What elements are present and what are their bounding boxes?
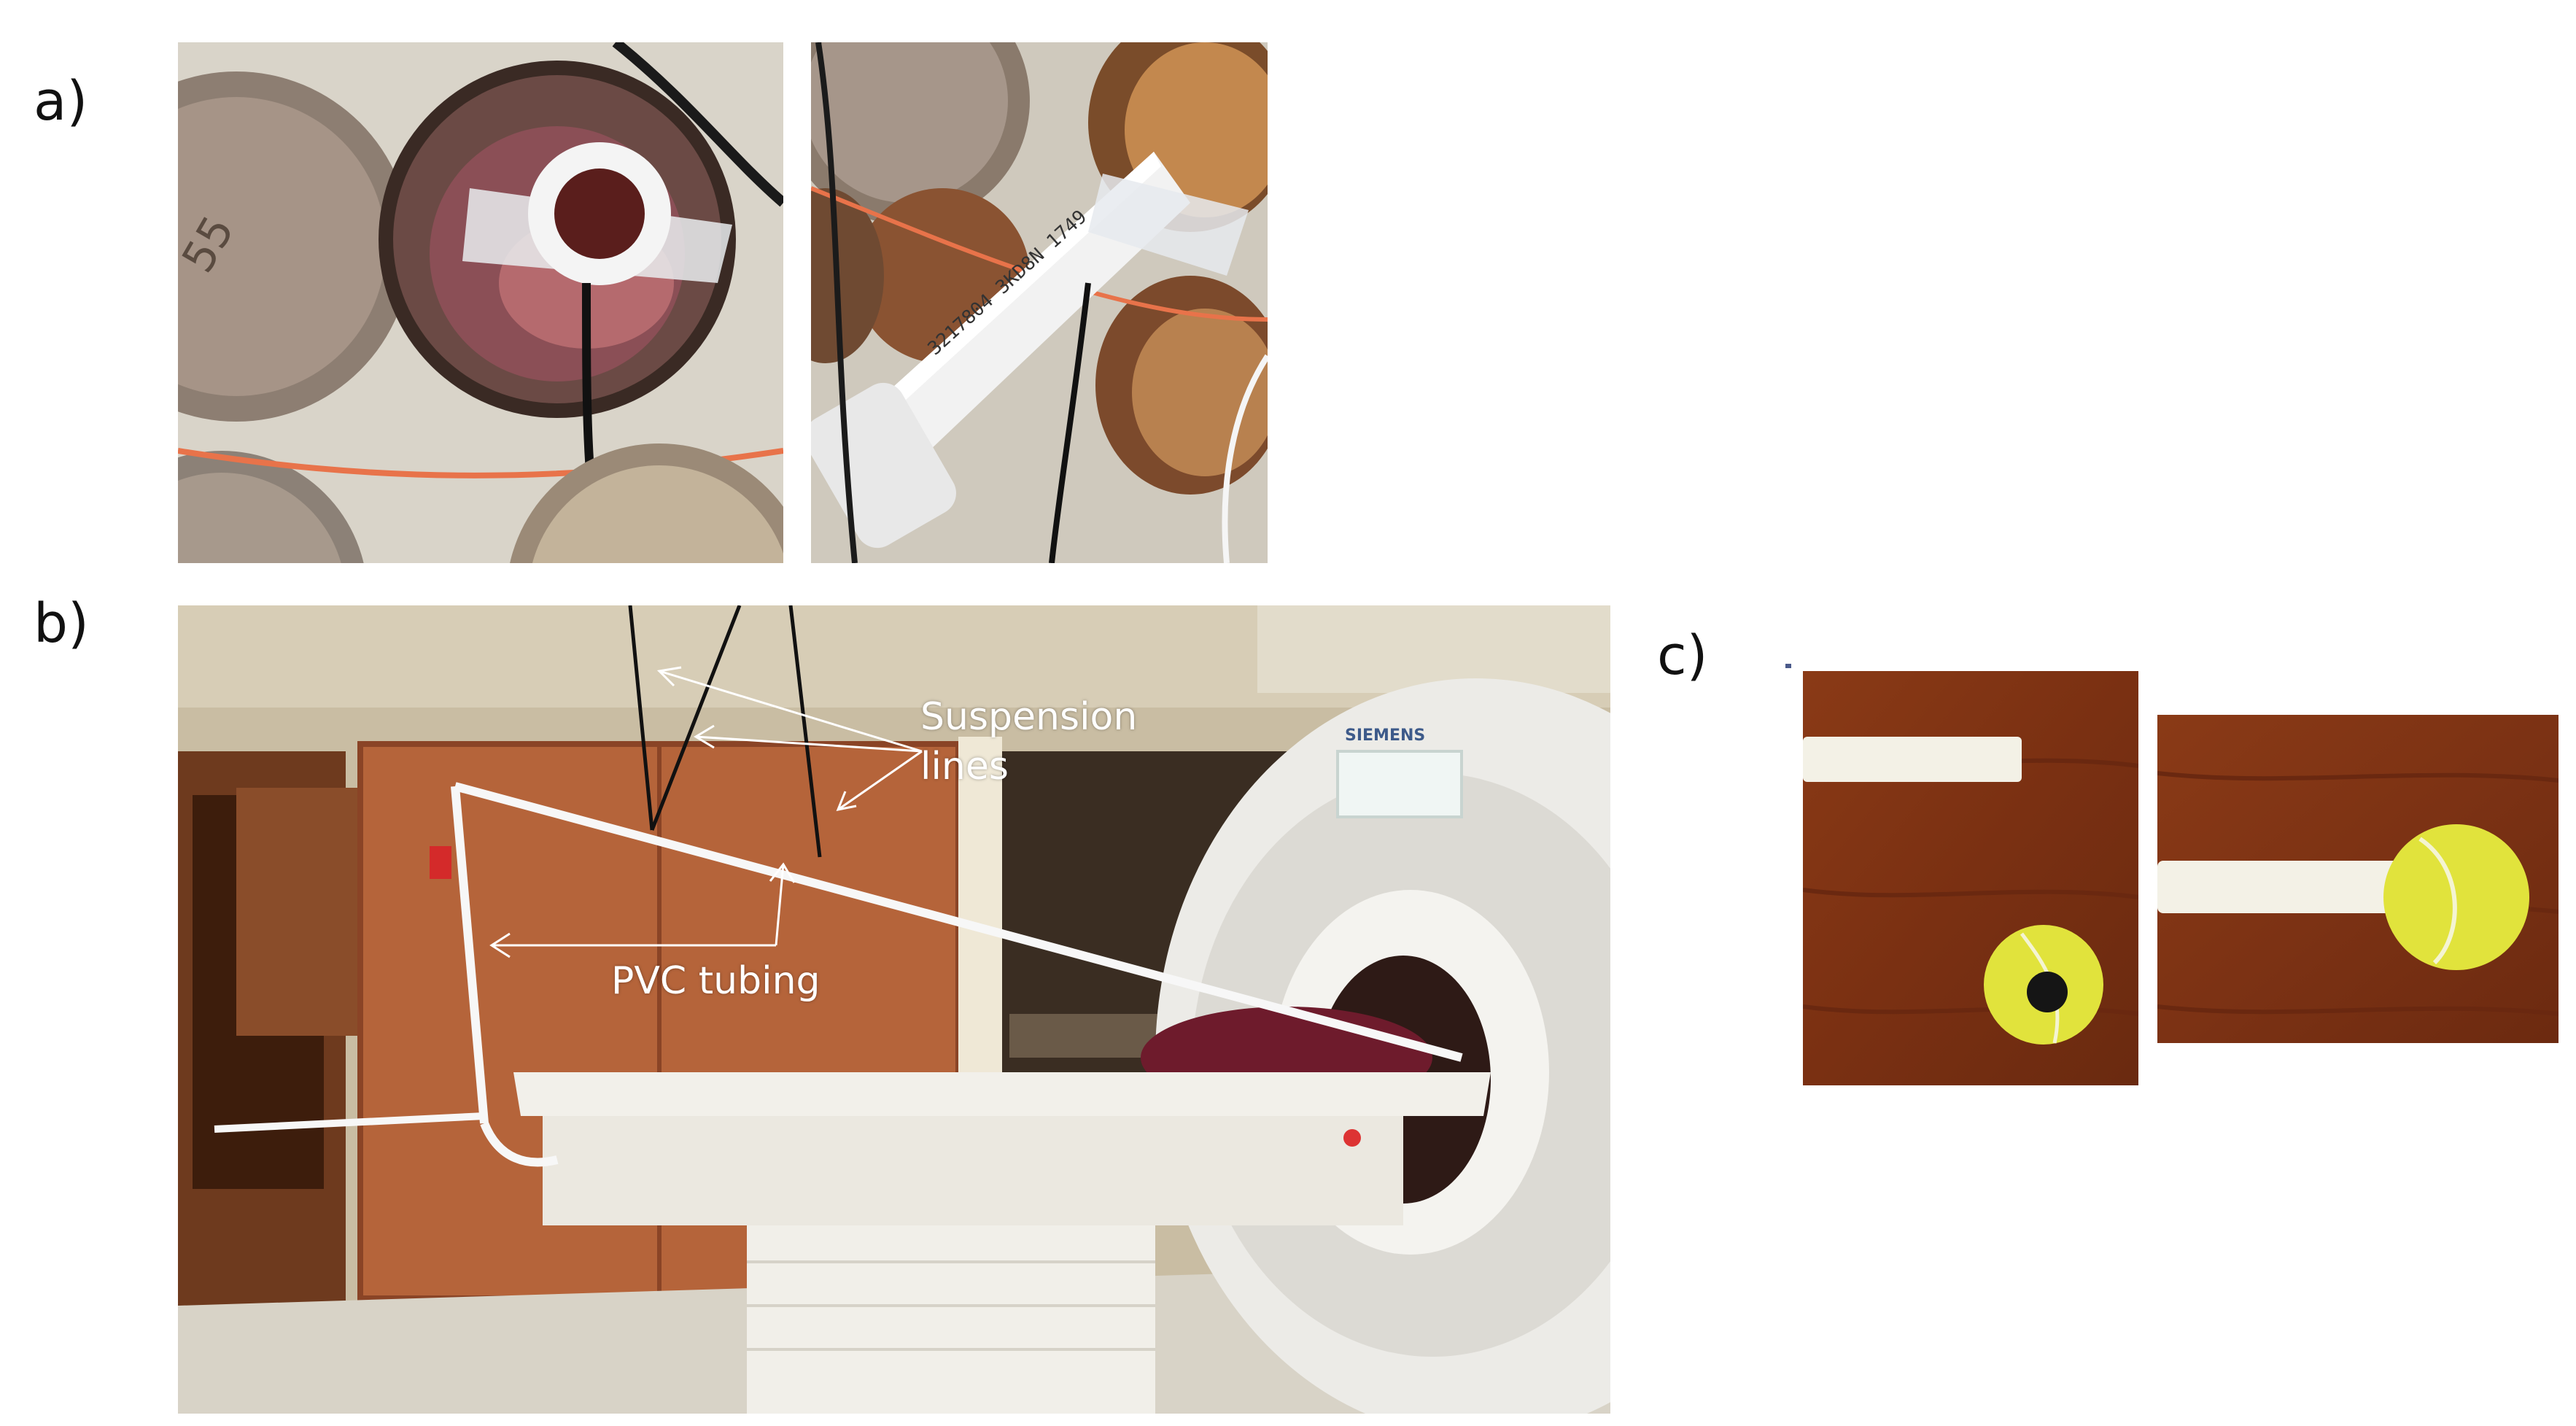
photo-b-mri-room: SIEMENS	[178, 605, 1610, 1414]
panel-label-b: b)	[34, 592, 89, 655]
stray-mark	[1785, 664, 1791, 668]
pvc-tubing-label: PVC tubing	[611, 959, 820, 1003]
photo-a-right: 3217804 3KD8N 1749	[811, 42, 1268, 563]
photo-c-right	[2157, 715, 2558, 1043]
panel-label-a: a)	[34, 70, 88, 133]
panel-label-c: c)	[1657, 624, 1708, 687]
scanner-brand: SIEMENS	[1345, 726, 1425, 745]
photo-c-left	[1803, 671, 2138, 1085]
photo-a-left: 55	[178, 42, 783, 563]
suspension-lines-label: Suspension lines	[920, 693, 1137, 791]
suspension-label-line1: Suspension	[920, 695, 1138, 739]
suspension-label-line2: lines	[920, 744, 1009, 788]
